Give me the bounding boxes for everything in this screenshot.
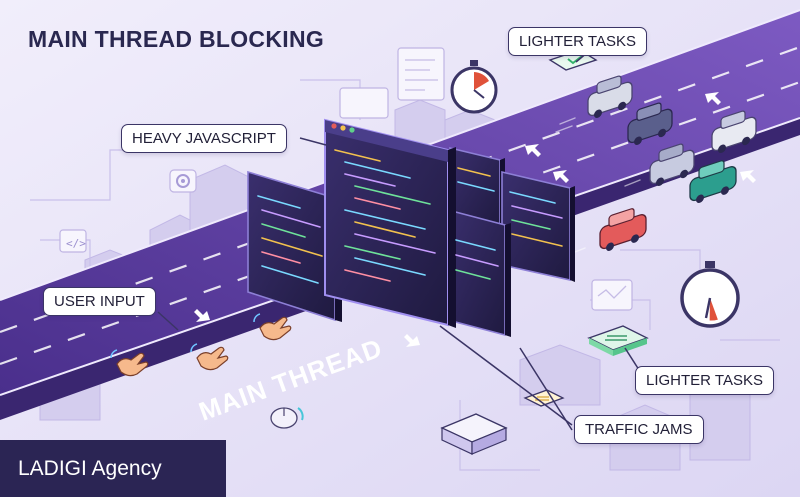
brand-badge: LADIGI Agency xyxy=(0,440,226,497)
car xyxy=(627,102,673,145)
code-window-main xyxy=(324,118,456,328)
direction-arrows xyxy=(194,92,756,347)
cursor-arrow-icon xyxy=(740,170,756,183)
callout-lighter-tasks-bottom: LIGHTER TASKS xyxy=(635,366,774,395)
cursor-arrow-icon xyxy=(404,334,420,347)
task-card xyxy=(587,325,649,356)
page-title: MAIN THREAD BLOCKING xyxy=(28,26,325,52)
heavy-javascript-windows xyxy=(247,118,575,337)
vehicles xyxy=(587,75,757,251)
code-window xyxy=(447,208,511,337)
callout-lighter-tasks-top: LIGHTER TASKS xyxy=(508,27,647,56)
cursor-arrow-icon xyxy=(525,144,541,157)
cursor-arrow-icon xyxy=(194,309,210,322)
server-block xyxy=(440,413,508,455)
car xyxy=(689,160,737,203)
callout-user-input: USER INPUT xyxy=(43,287,156,316)
user-input-icons xyxy=(110,313,304,429)
hand-pointer-icon xyxy=(253,313,292,341)
stopwatch-icon xyxy=(450,60,498,114)
hand-pointer-icon xyxy=(190,343,229,371)
task-card xyxy=(523,389,565,407)
code-lines xyxy=(257,149,563,284)
callout-pointers xyxy=(157,51,642,431)
background-panels xyxy=(59,47,633,311)
car xyxy=(649,143,695,186)
hand-pointer-icon xyxy=(110,349,149,377)
callout-heavy-javascript: HEAVY JAVASCRIPT xyxy=(121,124,287,153)
car xyxy=(599,208,647,251)
car xyxy=(587,75,633,118)
code-brackets-icon: </> xyxy=(66,237,86,250)
gear-icon xyxy=(176,174,190,188)
cursor-arrow-icon xyxy=(553,170,569,183)
callout-traffic-jams: TRAFFIC JAMS xyxy=(574,415,704,444)
cursor-arrow-icon xyxy=(705,92,721,105)
mouse-icon xyxy=(270,407,304,429)
stopwatch-icon xyxy=(680,261,740,328)
car xyxy=(711,110,757,153)
